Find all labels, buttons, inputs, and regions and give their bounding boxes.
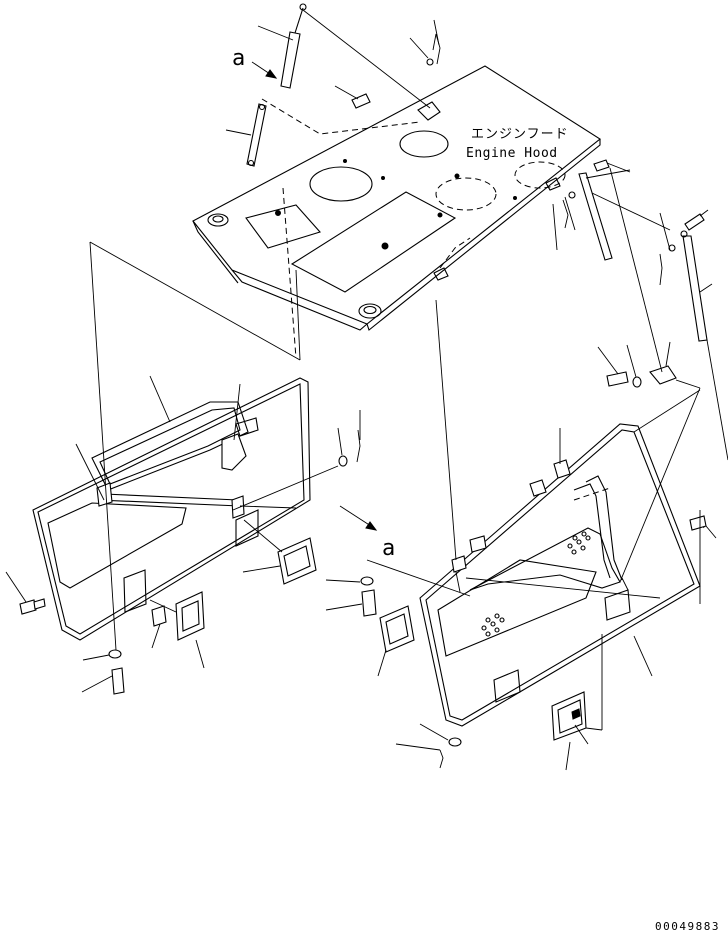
hood-title-block: エンジンフード Engine Hood — [466, 127, 569, 161]
right-door-lock — [325, 559, 653, 771]
engine-hood-panel — [192, 65, 601, 359]
pin-and-bolts-top — [334, 19, 441, 109]
hood-title-japanese: エンジンフード — [471, 127, 569, 142]
reference-mark-top-label: a — [232, 46, 245, 71]
left-door-panel — [32, 241, 361, 651]
hood-stay-bar — [225, 103, 267, 167]
drawing-number: 00049883 — [655, 920, 720, 933]
hood-title-english: Engine Hood — [466, 146, 558, 161]
right-door-panel — [419, 299, 717, 727]
reference-mark-right-label: a — [382, 536, 395, 561]
gas-spring-upper — [257, 3, 431, 109]
left-door-lock — [149, 519, 317, 669]
reference-mark-top: a — [232, 46, 278, 79]
reference-mark-right: a — [339, 505, 395, 561]
vent-holes-right-upper — [567, 531, 591, 555]
gas-spring-right — [552, 159, 671, 261]
gas-spring-far-right — [659, 209, 728, 461]
vent-holes-right-lower — [481, 613, 505, 637]
left-door-bolts — [5, 571, 125, 695]
bracket-right — [597, 167, 701, 389]
